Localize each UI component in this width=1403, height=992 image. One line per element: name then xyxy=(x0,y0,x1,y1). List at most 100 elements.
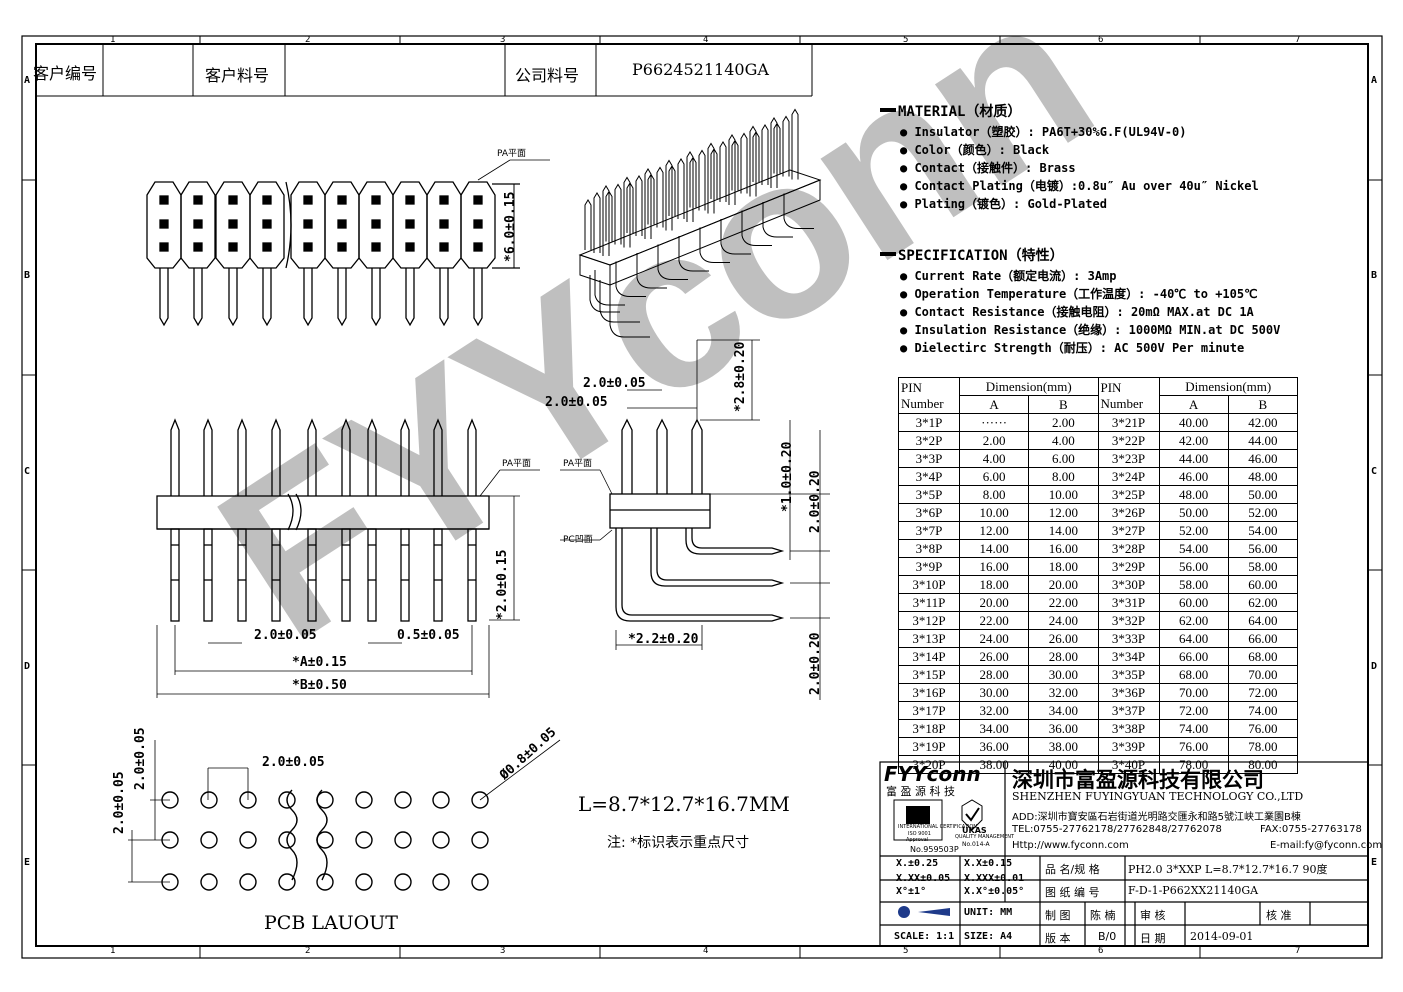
pin-square xyxy=(439,195,449,205)
border-row-c-r: C xyxy=(1371,466,1378,477)
pcb-hole xyxy=(200,791,218,809)
spec-item-1: ● Current Rate（额定电流）: 3Amp xyxy=(900,269,1117,283)
border-row-a: A xyxy=(24,75,31,86)
label-pa-plane-side: PA平面 xyxy=(563,459,593,469)
tolerance-6: X.X°±0.05° xyxy=(964,886,1025,897)
material-item-4: ● Contact Plating（电镀）:0.8u″ Au over 40u″… xyxy=(900,179,1259,193)
iso-pin xyxy=(668,165,676,216)
iso-pin xyxy=(707,142,715,214)
iso-pin xyxy=(731,139,739,191)
pcb-hole xyxy=(471,791,489,809)
company-email: E-mail:fy@fyconn.com xyxy=(1270,840,1383,851)
pin-square xyxy=(159,219,169,229)
border-col-4: 4 xyxy=(703,35,709,45)
header-cell xyxy=(180,181,216,269)
date-value: 2014-09-01 xyxy=(1190,930,1254,943)
unit-label: UNIT: MM xyxy=(964,907,1013,918)
pin-upper xyxy=(271,418,281,496)
pin-tail xyxy=(193,268,203,327)
label-pa-plane-top: PA平面 xyxy=(497,149,527,159)
iso-pin xyxy=(782,115,790,177)
dimension-cell: 64.00 xyxy=(1227,611,1299,630)
dimension-cell: 28.00 xyxy=(958,665,1030,684)
pin-count-cell: 3*40P xyxy=(1097,755,1160,774)
iso-pin xyxy=(773,122,781,174)
tolerance-2: X.X±0.15 xyxy=(964,858,1013,869)
dimension-cell: 48.00 xyxy=(1158,485,1229,504)
pcb-hole xyxy=(471,873,489,891)
draw-label: 制 图 xyxy=(1045,909,1071,922)
material-item-text: Contact Plating（电镀）:0.8u″ Au over 40u″ N… xyxy=(914,179,1259,193)
pin-lower xyxy=(367,528,377,622)
iso-tail xyxy=(636,253,667,289)
pcb-hole xyxy=(432,791,450,809)
iso-tail xyxy=(615,261,646,297)
pcb-hole xyxy=(239,873,257,891)
dimension-cell: 70.00 xyxy=(1227,665,1299,684)
dimension-cell: 54.00 xyxy=(1158,539,1229,558)
dimension-cell: 30.00 xyxy=(1028,665,1099,684)
name-value: PH2.0 3*XXP L=8.7*12.7*16.7 90度 xyxy=(1128,863,1328,876)
iso-tail xyxy=(657,244,688,280)
dimension-cell: 12.00 xyxy=(958,521,1030,540)
pin-square xyxy=(193,219,203,229)
dimension-cell: 62.00 xyxy=(1158,611,1229,630)
pin-tail xyxy=(371,268,381,327)
border-col-1b: 1 xyxy=(110,946,116,956)
pin-count-cell: 3*17P xyxy=(898,701,960,720)
border-col-4b: 4 xyxy=(703,946,709,956)
dimension-header-left: Dimension(mm) xyxy=(959,377,1099,396)
pin-lower xyxy=(400,528,410,622)
pin-header-text: PIN xyxy=(901,379,922,395)
draw-value: 陈 楠 xyxy=(1090,909,1116,922)
pin-count-cell: 3*23P xyxy=(1097,449,1160,468)
pin-count-cell: 3*2P xyxy=(898,431,960,450)
pin-square xyxy=(371,242,381,252)
material-item-1: ● Insulator（塑胶）: PA6T+30%G.F(UL94V-0) xyxy=(900,125,1187,139)
dimension-cell: 38.00 xyxy=(1028,737,1099,756)
dimension-cell: 64.00 xyxy=(1158,629,1229,648)
spec-item-text: Current Rate（额定电流）: 3Amp xyxy=(914,269,1117,283)
pin-lower xyxy=(170,528,180,622)
dimension-cell: 74.00 xyxy=(1227,701,1299,720)
dimension-cell: 58.00 xyxy=(1158,575,1229,594)
border-col-6: 6 xyxy=(1098,35,1104,45)
pin-count-cell: 3*37P xyxy=(1097,701,1160,720)
pin-count-cell: 3*22P xyxy=(1097,431,1160,450)
iso-pin xyxy=(647,173,655,225)
iso-pin xyxy=(770,117,778,188)
pin-count-cell: 3*35P xyxy=(1097,665,1160,684)
iso-pin xyxy=(749,125,757,197)
pcb-layout-label: PCB LAUOUT xyxy=(264,912,398,934)
pin-square xyxy=(405,219,415,229)
pcb-hole xyxy=(239,831,257,849)
pcb-hole xyxy=(316,873,334,891)
pin-square xyxy=(303,242,313,252)
border-row-e: E xyxy=(24,857,31,868)
pin-count-cell: 3*34P xyxy=(1097,647,1160,666)
border-row-a-r: A xyxy=(1371,75,1378,86)
iso-tail xyxy=(678,236,709,272)
size-label: SIZE: A4 xyxy=(964,931,1013,942)
pin-square xyxy=(473,219,483,229)
dimension-cell: 8.00 xyxy=(1028,467,1099,486)
iso-pin xyxy=(584,199,592,250)
label-pa-plane-front: PA平面 xyxy=(502,459,532,469)
pin-square xyxy=(405,195,415,205)
dimension-cell: 22.00 xyxy=(958,611,1030,630)
border-row-c: C xyxy=(24,466,31,477)
material-item-text: Color（颜色）: Black xyxy=(914,143,1050,157)
pin-upper xyxy=(400,418,410,496)
pin-square xyxy=(371,195,381,205)
col-b-left: B xyxy=(1028,395,1099,414)
border-col-3b: 3 xyxy=(500,946,506,956)
pin-square xyxy=(337,242,347,252)
